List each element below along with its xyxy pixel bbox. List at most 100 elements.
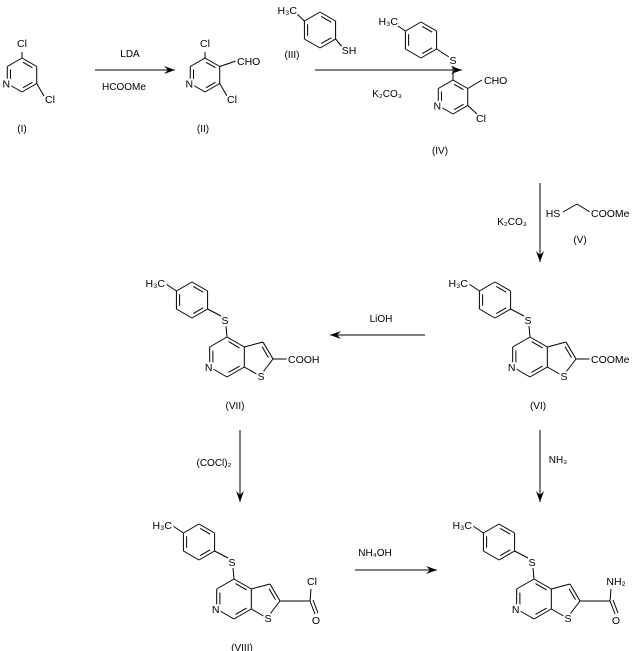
ring-bond <box>420 48 437 59</box>
ring-bond <box>176 308 193 319</box>
atom-h3c: H₃C <box>278 5 298 17</box>
atom-o: O <box>612 615 620 627</box>
double-bond <box>22 81 33 89</box>
ring-bond <box>479 281 496 292</box>
double-bond <box>228 341 240 349</box>
bond <box>569 583 581 602</box>
double-bond <box>205 61 216 69</box>
atom-sh: SH <box>342 45 357 57</box>
bond <box>251 608 268 619</box>
atom-cooh: COOH <box>288 354 320 366</box>
compound-label-I: (I) <box>17 124 26 135</box>
bond <box>295 12 305 22</box>
bond <box>225 325 228 338</box>
atom-o: O <box>312 615 320 627</box>
bond <box>551 583 571 590</box>
arrowhead-icon <box>536 251 544 262</box>
double-bond <box>612 599 619 614</box>
bond <box>547 341 567 348</box>
ring-bond <box>233 578 252 590</box>
bonds <box>6 11 619 620</box>
atom-s: S <box>257 371 264 383</box>
bond <box>269 583 281 602</box>
atom-s: S <box>221 315 228 327</box>
double-bond <box>531 341 543 349</box>
atom-cl: Cl <box>17 38 27 50</box>
atom-n: N <box>205 362 213 374</box>
bond <box>219 83 228 97</box>
compound-label-VI: (VI) <box>530 401 546 412</box>
bond <box>214 550 229 559</box>
ring-bond <box>319 38 336 49</box>
ring-bond <box>483 550 500 561</box>
ring-bond <box>226 336 245 348</box>
reagent-cocl2: (COCl)₂ <box>197 458 232 469</box>
bond <box>232 567 235 580</box>
bond <box>472 525 484 534</box>
bond <box>207 308 222 317</box>
arrowhead-icon <box>330 331 341 339</box>
ring-bond <box>209 366 228 378</box>
bond <box>165 283 177 292</box>
compound-label-II: (II) <box>197 124 209 135</box>
double-bond <box>453 103 464 111</box>
ring-bond <box>498 550 515 561</box>
bond <box>562 203 578 213</box>
ring-bond <box>438 79 454 89</box>
ring-bond <box>529 366 548 378</box>
double-bond <box>421 25 433 33</box>
atom-s: S <box>528 557 535 569</box>
atom-h3c: H₃C <box>449 278 469 290</box>
ring-bond <box>533 608 552 620</box>
reagent-nh3: NH₃ <box>549 455 568 466</box>
double-bond <box>495 307 507 315</box>
reagent-k2co3: K₂CO₃ <box>372 89 402 100</box>
ring-bond <box>405 21 422 32</box>
atom-s: S <box>228 557 235 569</box>
bond <box>219 60 237 67</box>
double-bond <box>22 61 33 69</box>
ring-bond <box>438 105 454 115</box>
bond <box>309 600 316 615</box>
atom-nh2: NH₂ <box>606 576 625 588</box>
bond <box>532 567 535 580</box>
double-bond <box>199 549 211 557</box>
compound-label-III: (III) <box>285 50 300 61</box>
ring-bond <box>183 523 200 534</box>
ring-bond <box>494 308 511 319</box>
ring-bond <box>209 336 228 348</box>
ring-bond <box>319 11 336 22</box>
ring-bond <box>204 57 220 67</box>
bond <box>514 550 529 559</box>
arrowhead-icon <box>536 491 544 502</box>
ring-bond <box>512 366 531 378</box>
compound-label-VIII: (VIII) <box>231 643 253 651</box>
double-bond <box>192 307 204 315</box>
bond <box>467 105 478 115</box>
bond <box>566 600 581 619</box>
atom-n: N <box>508 362 516 374</box>
ring-bond <box>190 83 206 93</box>
double-bond <box>453 83 464 91</box>
ring-bond <box>191 281 208 292</box>
double-bond <box>531 365 543 373</box>
atom-h3c: H₃C <box>453 520 473 532</box>
atom-cho: CHO <box>484 75 507 87</box>
reagent-k2co3: K₂CO₃ <box>497 217 527 228</box>
ring-bond <box>7 83 23 93</box>
double-bond <box>235 607 247 615</box>
double-bond <box>261 346 269 358</box>
bond <box>562 358 577 377</box>
bond <box>436 48 450 58</box>
bond <box>467 79 483 89</box>
bond <box>547 366 564 377</box>
atom-s: S <box>449 55 456 67</box>
double-bond <box>535 583 547 591</box>
double-bond <box>199 527 211 535</box>
atom-cl: Cl <box>45 94 55 106</box>
atom-n: N <box>2 79 10 91</box>
bond <box>36 83 45 97</box>
reaction-arrows <box>95 66 544 574</box>
bond <box>468 283 480 292</box>
ring-bond <box>452 105 468 115</box>
